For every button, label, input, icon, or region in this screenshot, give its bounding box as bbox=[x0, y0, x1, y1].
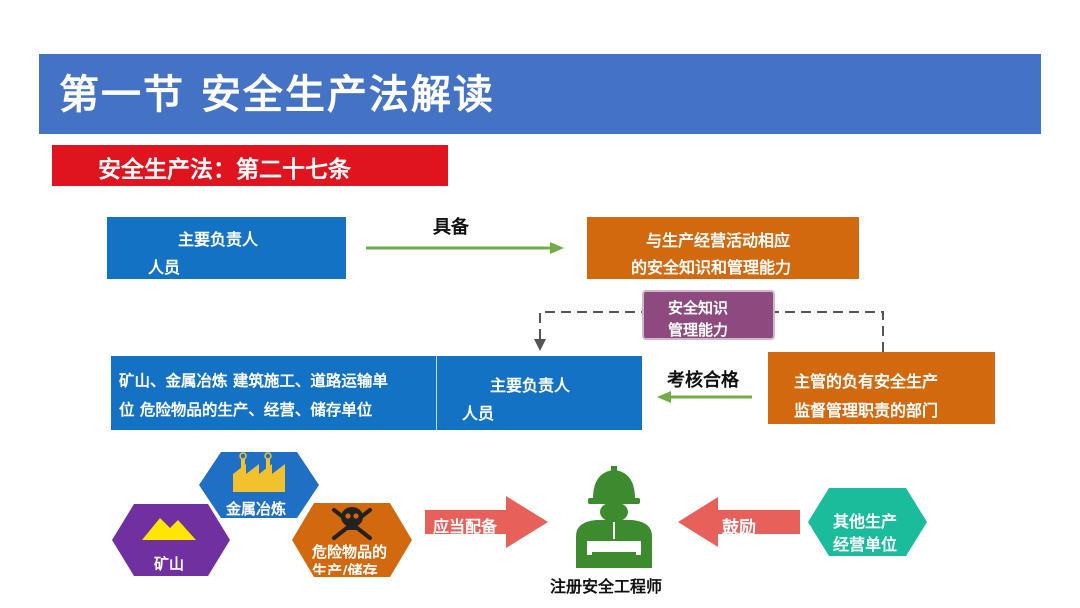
center-box-line1: 主要负责人 bbox=[490, 376, 571, 395]
knowledge-ability-box: 与生产经营活动相应 的安全知识和管理能力 bbox=[587, 217, 859, 279]
center-box-line2: 人员 bbox=[462, 404, 495, 423]
industry-units-box: 矿山、金属冶炼 建筑施工、道路运输单 位 危险物品的生产、经营、储存单位 bbox=[111, 356, 436, 430]
dangerous-goods-line2: 生产/储存 bbox=[312, 562, 378, 575]
passed-assessment-label: 考核合格 bbox=[667, 370, 739, 391]
mine-label: 矿山 bbox=[154, 555, 185, 573]
dangerous-goods-hexagon bbox=[292, 503, 412, 577]
units-line2: 位 危险物品的生产、经营、储存单位 bbox=[119, 401, 373, 419]
other-units-line1: 其他生产 bbox=[833, 512, 898, 531]
section-banner: 安全生产法：第二十七条 bbox=[52, 145, 448, 186]
units-line1: 矿山、金属冶炼 建筑施工、道路运输单 bbox=[119, 372, 388, 390]
metal-smelting-label: 金属冶炼 bbox=[226, 500, 287, 518]
top-responsible-person-box: 主要负责人 人员 bbox=[107, 217, 346, 279]
other-units-hexagon bbox=[808, 488, 927, 556]
top-left-box-line1: 主要负责人 bbox=[178, 230, 259, 249]
other-units-line2: 经营单位 bbox=[833, 535, 898, 554]
encourage-label: 鼓励 bbox=[722, 518, 756, 538]
top-left-box-line2: 人员 bbox=[148, 258, 181, 277]
tag-line2: 管理能力 bbox=[668, 321, 729, 339]
possess-label: 具备 bbox=[433, 217, 469, 238]
page-title: 第一节 安全生产法解读 bbox=[59, 72, 495, 118]
knowledge-box-line1: 与生产经营活动相应 bbox=[646, 231, 791, 250]
knowledge-ability-tag: 安全知识 管理能力 bbox=[642, 290, 775, 340]
title-bar: 第一节 安全生产法解读 bbox=[39, 54, 1041, 134]
knowledge-box-line2: 的安全知识和管理能力 bbox=[631, 258, 792, 277]
dangerous-goods-label: 危险物品的 生产/储存 bbox=[292, 541, 412, 575]
should-equip-label: 应当配备 bbox=[433, 517, 498, 536]
engineer-label: 注册安全工程师 bbox=[550, 577, 663, 596]
section-banner-text: 安全生产法：第二十七条 bbox=[98, 157, 351, 183]
middle-responsible-person-box: 主要负责人 人员 bbox=[436, 356, 642, 430]
dept-line1: 主管的负有安全生产 bbox=[794, 372, 939, 391]
dept-line2: 监督管理职责的部门 bbox=[794, 401, 939, 420]
dangerous-goods-line1: 危险物品的 bbox=[312, 543, 388, 561]
tag-line1: 安全知识 bbox=[668, 299, 729, 317]
supervision-department-box: 主管的负有安全生产 监督管理职责的部门 bbox=[768, 352, 995, 424]
